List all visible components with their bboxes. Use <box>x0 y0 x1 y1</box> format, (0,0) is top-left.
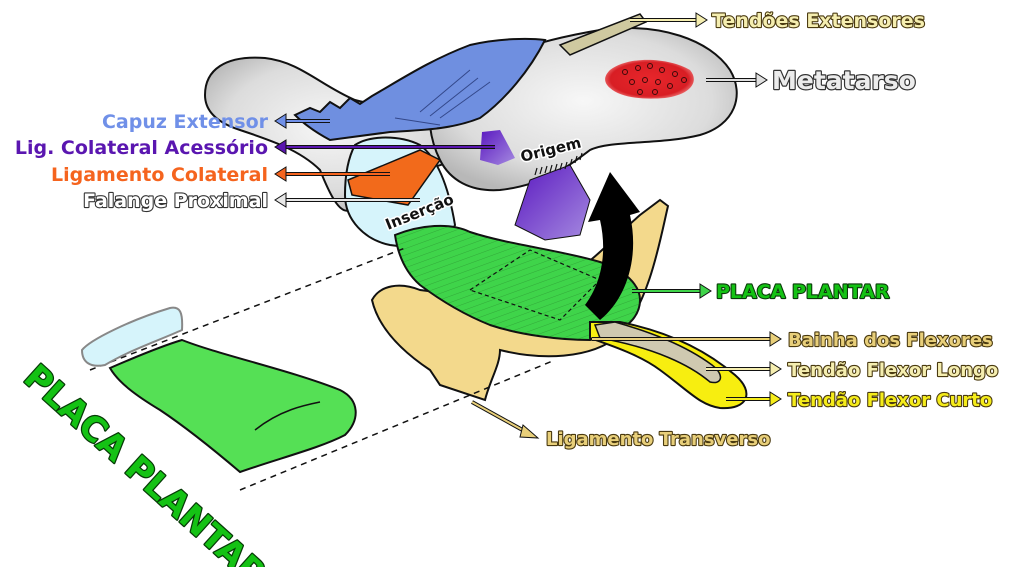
plantar-plate-fibers <box>395 225 640 340</box>
metatarsal-marrow <box>605 59 694 99</box>
label-capuz-extensor: Capuz Extensor <box>102 111 269 133</box>
arrow-ligamento-colateral <box>274 166 390 182</box>
curved-motion-arrow <box>585 172 640 320</box>
label-ligamento-colateral: Ligamento Colateral <box>51 164 268 186</box>
arrow-metatarso <box>706 72 768 88</box>
origin-marks <box>534 152 583 176</box>
plantar-plate-isolated-cartilage <box>80 306 184 367</box>
arrow-capuz-extensor <box>274 113 330 129</box>
label-tendao-flexor-curto: Tendão Flexor Curto <box>788 390 992 411</box>
arrow-ligamento-transverso <box>471 400 540 439</box>
accessory-collateral-ligament-upper <box>480 130 515 165</box>
label-tendoes-extensores: Tendões Extensores <box>712 10 925 32</box>
collateral-ligament <box>347 149 442 206</box>
arrow-lig-colateral-acessorio <box>274 139 495 155</box>
extensor-hood-fibers <box>394 69 491 126</box>
arrow-tendao-flexor-longo <box>706 361 782 377</box>
marrow-trabeculae <box>622 63 687 95</box>
label-metatarso: Metatarso <box>772 66 916 95</box>
arrow-bainha-flexores <box>592 331 782 347</box>
arrow-tendao-flexor-curto <box>726 391 782 407</box>
label-falange-proximal: Falange Proximal <box>83 190 268 212</box>
leader-arrows <box>274 12 782 439</box>
extensor-hood <box>293 37 547 142</box>
projection-lines <box>89 247 556 491</box>
label-lig-colateral-acessorio: Lig. Colateral Acessório <box>15 137 268 159</box>
arrow-tendoes-extensores <box>630 12 708 28</box>
label-placa-plantar: PLACA PLANTAR <box>716 281 890 303</box>
plantar-plate-isolated <box>108 338 357 474</box>
label-tendao-flexor-longo: Tendão Flexor Longo <box>788 360 998 381</box>
arrow-falange-proximal <box>274 192 420 208</box>
label-bainha-flexores: Bainha dos Flexores <box>788 330 993 351</box>
label-ligamento-transverso: Ligamento Transverso <box>546 429 770 450</box>
plantar-plate-isolated-fold <box>254 401 321 431</box>
arrow-placa-plantar <box>632 283 712 299</box>
